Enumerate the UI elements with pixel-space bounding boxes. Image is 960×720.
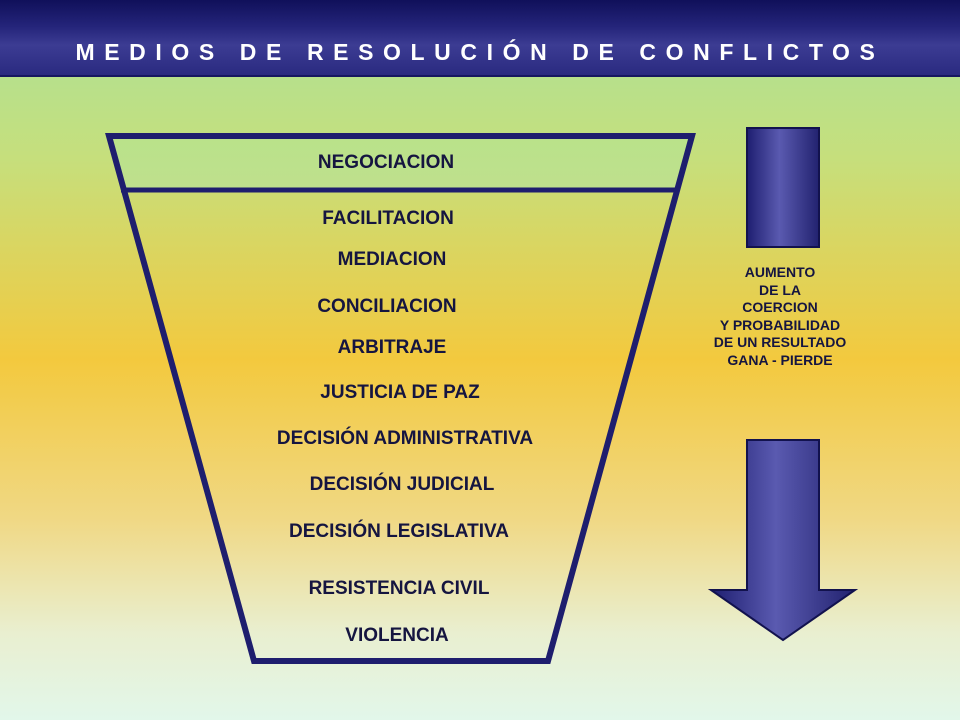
level-violencia: VIOLENCIA: [345, 625, 449, 646]
level-mediacion: MEDIACION: [337, 249, 447, 270]
negociacion-band: [109, 136, 692, 190]
arrow-label-line: AUMENTO: [744, 264, 816, 280]
level-decision-legislativa: DECISIÓN LEGISLATIVA: [289, 521, 509, 542]
title-bar: MEDIOS DE RESOLUCIÓN DE CONFLICTOS: [0, 0, 960, 77]
level-arbitraje: ARBITRAJE: [337, 337, 447, 358]
arrow-label-line: Y PROBABILIDAD: [719, 316, 841, 333]
level-negociacion: NEGOCIACION: [317, 152, 455, 173]
arrow-label-line: GANA - PIERDE: [727, 351, 833, 368]
level-conciliacion: CONCILIACION: [317, 296, 457, 317]
level-resistencia-civil: RESISTENCIA CIVIL: [308, 578, 490, 599]
arrow-label-line: DE LA: [759, 281, 801, 298]
level-facilitacion: FACILITACION: [322, 208, 454, 229]
arrow-head-icon: [707, 439, 859, 642]
arrow-label-line: COERCION: [742, 299, 818, 315]
arrow-shaft-top: [746, 127, 820, 248]
arrow-label-line: DE UN RESULTADO: [713, 334, 847, 350]
funnel-outline: [105, 133, 696, 664]
arrow-label: AUMENTO DE LA COERCION Y PROBABILIDAD DE…: [680, 264, 880, 369]
page-title: MEDIOS DE RESOLUCIÓN DE CONFLICTOS: [75, 39, 885, 65]
level-decision-judicial: DECISIÓN JUDICIAL: [309, 474, 495, 495]
level-justicia-de-paz: JUSTICIA DE PAZ: [320, 382, 480, 403]
level-decision-administrativa: DECISIÓN ADMINISTRATIVA: [276, 428, 534, 449]
